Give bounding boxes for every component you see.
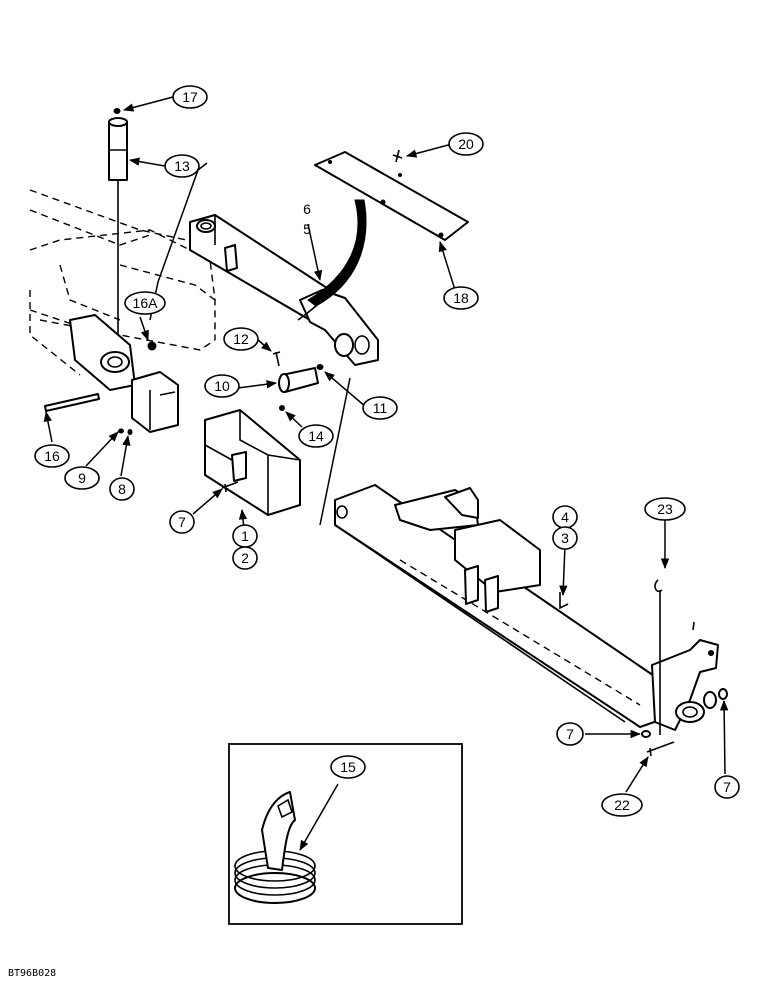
pin-11 <box>278 367 319 393</box>
callout-7-left[interactable]: 7 <box>556 722 584 746</box>
tube-1 <box>204 409 301 516</box>
upper-arm <box>189 214 379 366</box>
nut-7-left <box>641 730 651 738</box>
callout-8[interactable]: 7 <box>169 510 195 534</box>
callout-3[interactable]: 3 <box>552 526 578 550</box>
callout-17[interactable]: 15 <box>330 755 366 779</box>
svg-text:8: 8 <box>118 481 126 497</box>
svg-text:4: 4 <box>561 509 569 525</box>
nut-7-right <box>718 688 728 700</box>
cap-18 <box>113 108 121 114</box>
callout-12[interactable]: 11 <box>362 396 398 420</box>
plate-hole-icon <box>438 232 444 238</box>
svg-text:1: 1 <box>241 528 249 544</box>
svg-text:16: 16 <box>44 448 60 464</box>
bolt-13 <box>272 351 281 367</box>
svg-text:15: 15 <box>340 759 356 775</box>
drawing-code: BT96B028 <box>8 968 56 979</box>
svg-text:10: 10 <box>214 378 230 394</box>
bolt-16 <box>44 393 100 412</box>
callout-4[interactable]: 4 <box>552 505 578 529</box>
svg-text:7: 7 <box>723 779 731 795</box>
callout-1[interactable]: 1 <box>232 524 258 548</box>
svg-text:3: 3 <box>561 530 569 546</box>
inset-box <box>228 743 463 925</box>
plate-hole-icon <box>380 199 386 205</box>
callout-5[interactable]: 5 <box>303 221 311 237</box>
washer-9 <box>127 429 133 435</box>
callout-10[interactable]: 9 <box>64 466 100 490</box>
callout-16a[interactable]: 16A <box>124 291 166 315</box>
callout-22[interactable]: 22 <box>601 793 643 817</box>
leader-lines <box>43 96 729 851</box>
callout-18[interactable]: 17 <box>172 85 208 109</box>
callout-14[interactable]: 14 <box>298 424 334 448</box>
callout-13[interactable]: 12 <box>223 327 259 351</box>
svg-text:16A: 16A <box>133 295 159 311</box>
pin-23 <box>654 579 663 735</box>
hose-center-line <box>297 201 363 321</box>
svg-text:13: 13 <box>174 158 190 174</box>
callout-19[interactable]: 18 <box>443 286 479 310</box>
main-beam <box>334 484 719 731</box>
clip-14 <box>279 405 285 411</box>
callout-11[interactable]: 10 <box>204 374 240 398</box>
svg-text:2: 2 <box>241 550 249 566</box>
svg-text:18: 18 <box>453 290 469 306</box>
callout-20[interactable]: 20 <box>448 132 484 156</box>
phantom-frame-outline <box>29 189 301 376</box>
callout-15[interactable]: 13 <box>164 154 200 178</box>
callout-9[interactable]: 8 <box>109 477 135 501</box>
bolt-8 <box>221 481 239 493</box>
svg-text:20: 20 <box>458 136 474 152</box>
cover-plate <box>314 151 469 241</box>
svg-text:6: 6 <box>303 201 311 217</box>
plate-hole-icon <box>328 160 332 164</box>
beam-hole-icon <box>708 650 714 656</box>
svg-text:11: 11 <box>373 400 388 416</box>
plate-hole-icon <box>398 173 402 177</box>
svg-text:12: 12 <box>233 331 249 347</box>
small-bolt <box>692 621 695 631</box>
svg-text:23: 23 <box>657 501 673 517</box>
callout-7-right[interactable]: 7 <box>714 775 740 799</box>
nut-10 <box>118 428 124 434</box>
svg-text:17: 17 <box>182 89 198 105</box>
svg-text:14: 14 <box>308 428 324 444</box>
svg-text:9: 9 <box>78 470 86 486</box>
bolt-20 <box>392 149 403 163</box>
svg-text:5: 5 <box>303 221 311 237</box>
left-clevis <box>69 314 179 433</box>
pin-15 <box>108 117 128 181</box>
nut-16a <box>147 341 157 351</box>
callout-6[interactable]: 6 <box>303 201 311 217</box>
bolt-22 <box>646 741 675 757</box>
clip-12 <box>316 364 324 370</box>
svg-text:7: 7 <box>178 514 186 530</box>
svg-text:22: 22 <box>614 797 630 813</box>
svg-text:7: 7 <box>566 726 574 742</box>
callout-16[interactable]: 16 <box>34 444 70 468</box>
callout-2[interactable]: 2 <box>232 546 258 570</box>
callout-23[interactable]: 23 <box>644 497 686 521</box>
